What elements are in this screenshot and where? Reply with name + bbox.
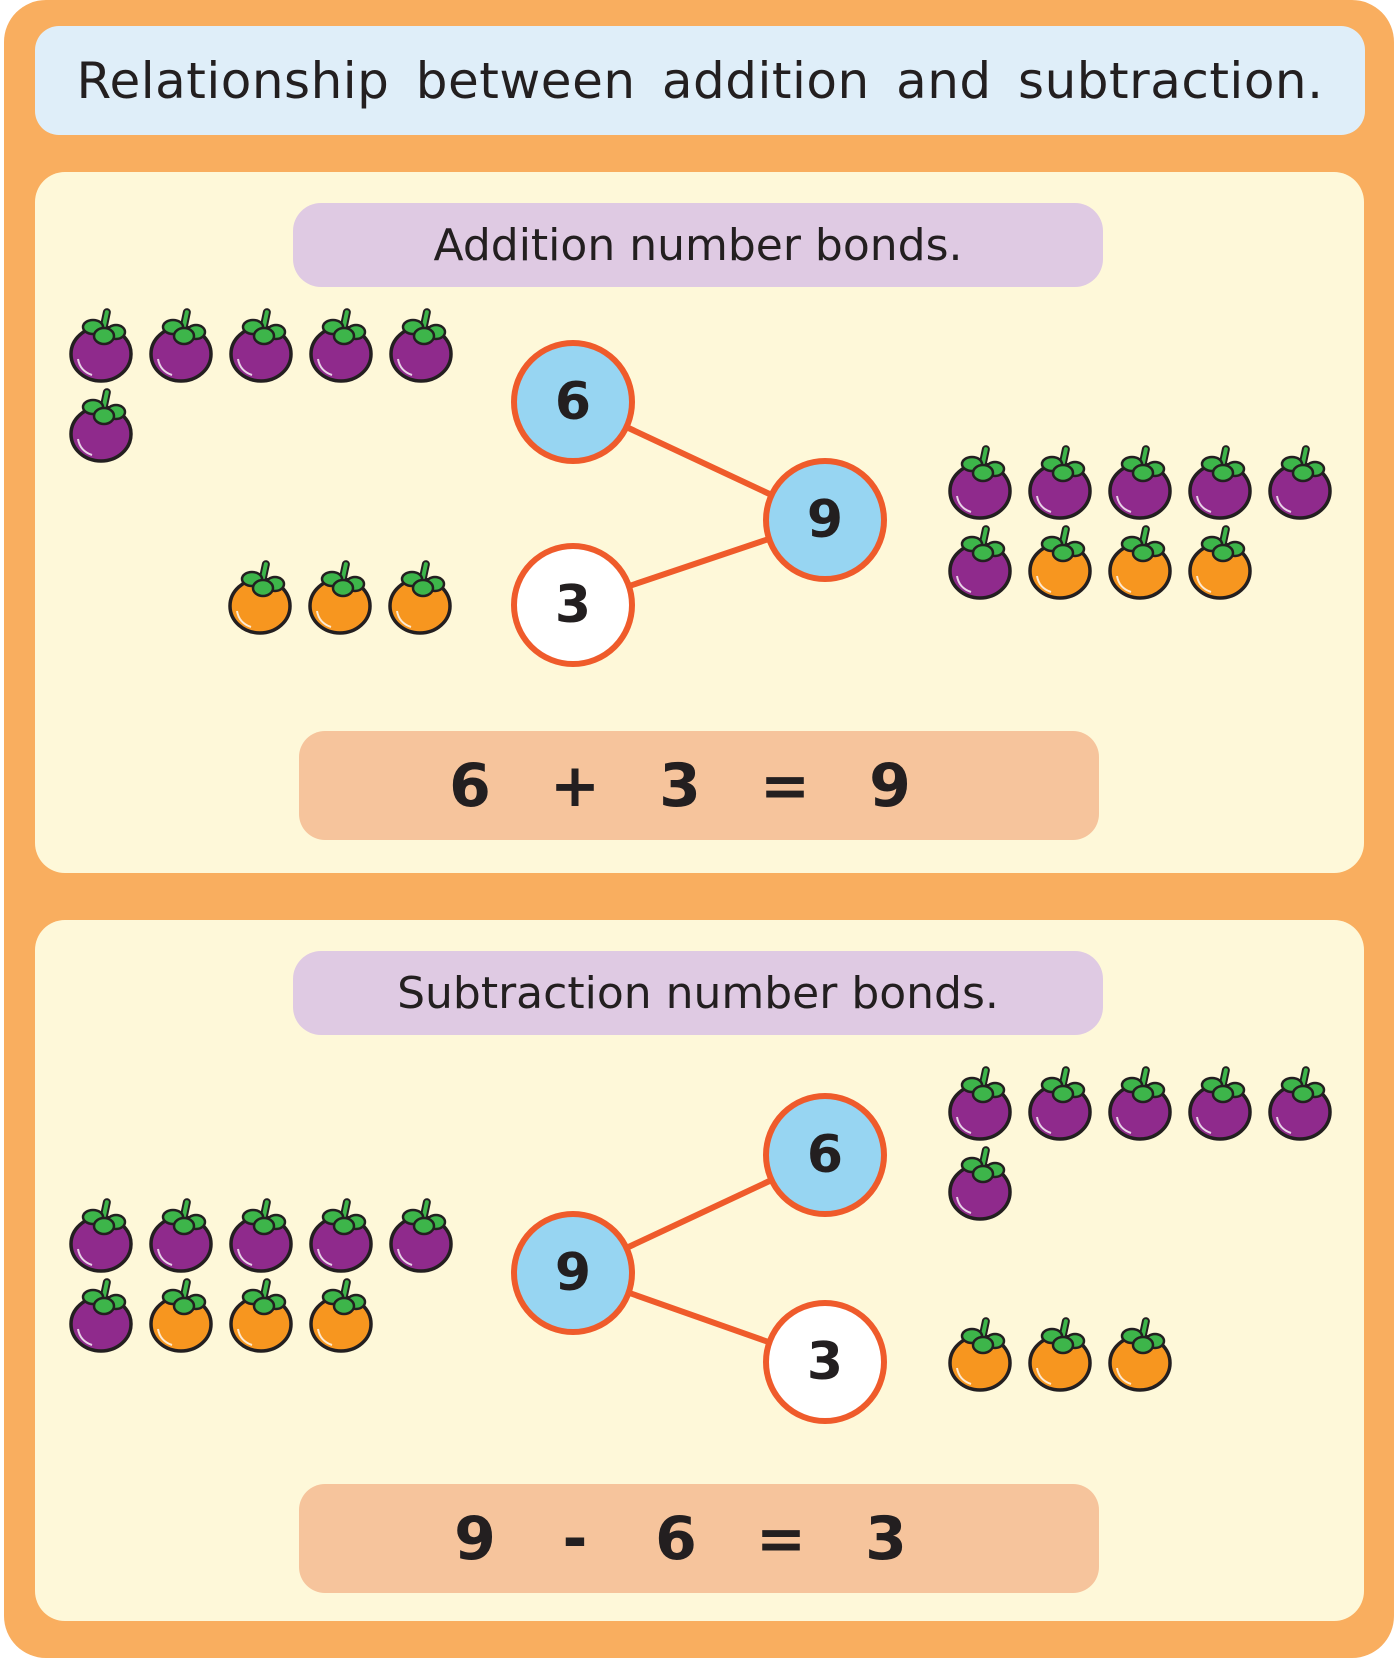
equation-box: 9 - 6 = 3 [299, 1484, 1099, 1593]
title-banner: Relationship between addition and subtra… [35, 26, 1365, 135]
orange-icon [1107, 524, 1177, 600]
mangosteen-icon [228, 1197, 298, 1273]
equation-operand: 9 [454, 1503, 496, 1574]
orange-icon [148, 1277, 218, 1353]
mangosteen-icon [68, 1197, 138, 1273]
section-heading-text: Subtraction number bonds. [397, 967, 999, 1019]
mangosteen-icon [1027, 444, 1097, 520]
mangosteen-icon [148, 1197, 218, 1273]
bond-part-b: 3 [763, 1300, 887, 1424]
mangosteen-icon [1107, 444, 1177, 520]
orange-icon [1187, 524, 1257, 600]
mangosteen-icon [148, 307, 218, 383]
bond-part-a: 6 [763, 1093, 887, 1217]
orange-icon [228, 1277, 298, 1353]
equation-operand: 6 [655, 1503, 697, 1574]
equation-operand: 6 [449, 750, 491, 821]
orange-icon [1107, 1316, 1177, 1392]
equation-result: 9 [869, 750, 911, 821]
orange-icon [308, 1277, 378, 1353]
equation-operator: + [549, 750, 601, 821]
orange-icon [1027, 524, 1097, 600]
page-title: Relationship between addition and subtra… [76, 51, 1324, 110]
mangosteen-icon [947, 444, 1017, 520]
addition-panel: Addition number bonds. 6 3 9 [35, 172, 1364, 873]
mangosteen-icon [1027, 1065, 1097, 1141]
bond-part-b-value: 3 [807, 1332, 843, 1392]
equation-equals: = [755, 1503, 807, 1574]
bond-part-a-value: 6 [555, 372, 591, 432]
equation-operator: - [562, 1503, 588, 1574]
mangosteen-icon [1267, 1065, 1337, 1141]
number-bond-diagram: 6 3 9 [511, 340, 887, 667]
mangosteen-icon [947, 524, 1017, 600]
bond-part-a: 6 [511, 340, 635, 464]
equation-box: 6 + 3 = 9 [299, 731, 1099, 840]
mangosteen-icon [68, 387, 138, 463]
bond-whole: 9 [511, 1211, 635, 1335]
bond-part-a-value: 6 [807, 1125, 843, 1185]
section-heading: Addition number bonds. [293, 203, 1103, 287]
orange-icon [947, 1316, 1017, 1392]
number-bond-diagram: 9 6 3 [511, 1093, 887, 1424]
mangosteen-icon [68, 1277, 138, 1353]
mangosteen-icon [947, 1065, 1017, 1141]
subtraction-panel: Subtraction number bonds. 9 6 3 [35, 920, 1364, 1621]
bond-part-b: 3 [511, 543, 635, 667]
orange-icon [1027, 1316, 1097, 1392]
mangosteen-icon [68, 307, 138, 383]
mangosteen-icon [947, 1145, 1017, 1221]
mangosteen-icon [1187, 444, 1257, 520]
section-heading: Subtraction number bonds. [293, 951, 1103, 1035]
orange-icon [307, 559, 377, 635]
bond-whole-value: 9 [555, 1243, 591, 1303]
bond-whole-value: 9 [807, 490, 843, 550]
equation-result: 3 [865, 1503, 907, 1574]
orange-icon [227, 559, 297, 635]
mangosteen-icon [1267, 444, 1337, 520]
bond-whole: 9 [763, 458, 887, 582]
orange-icon [387, 559, 457, 635]
equation-equals: = [759, 750, 811, 821]
mangosteen-icon [228, 307, 298, 383]
mangosteen-icon [388, 307, 458, 383]
mangosteen-icon [308, 307, 378, 383]
bond-part-b-value: 3 [555, 575, 591, 635]
mangosteen-icon [308, 1197, 378, 1273]
mangosteen-icon [1107, 1065, 1177, 1141]
mangosteen-icon [388, 1197, 458, 1273]
mangosteen-icon [1187, 1065, 1257, 1141]
section-heading-text: Addition number bonds. [433, 219, 963, 271]
equation-operand: 3 [659, 750, 701, 821]
